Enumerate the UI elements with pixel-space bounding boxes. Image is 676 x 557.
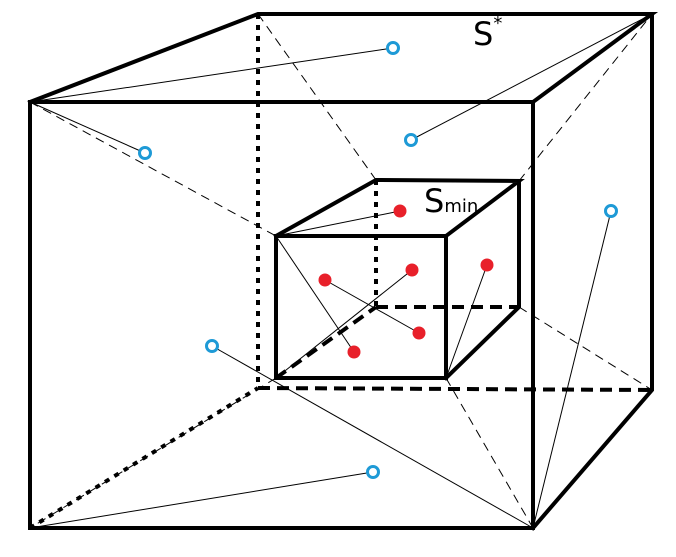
dashed-line-2 (29, 101, 277, 237)
dashed-line-6 (29, 377, 277, 529)
solid-line-2 (29, 101, 146, 154)
outer-point (138, 146, 152, 160)
inner-cube-visible-edges (273, 177, 525, 381)
outer-point (604, 204, 618, 218)
outer-set-label-superscript: * (493, 13, 502, 34)
outer-point (205, 339, 219, 353)
outer-set-label: S* (473, 13, 502, 53)
inner-point (405, 263, 419, 277)
inner-set-label: Smin (424, 182, 478, 220)
inner-cube-hidden-edges (274, 180, 519, 380)
construction-solid-lines (29, 13, 653, 529)
solid-line-9 (324, 279, 420, 334)
inner-point (393, 204, 407, 218)
solid-line-4 (532, 210, 612, 529)
dashed-line-3 (518, 13, 653, 182)
outer-point (366, 465, 380, 479)
solid-line-1 (29, 47, 394, 103)
outer-point (386, 41, 400, 55)
solid-line-11 (445, 264, 488, 379)
outer-points (138, 41, 618, 479)
solid-line-5 (211, 345, 534, 529)
outer-hidden-bottom-edge (257, 386, 653, 392)
inner-point (347, 345, 361, 359)
inner-set-label-subscript: min (444, 196, 478, 217)
outer-cube-hidden-edges (28, 14, 653, 530)
outer-set-label-main: S (473, 15, 493, 53)
solid-line-6 (29, 471, 374, 529)
outer-cube-visible-edges (27, 12, 659, 531)
inner-hidden-depth-edge (274, 305, 378, 380)
inner-point (480, 258, 494, 272)
inner-set-label-main: S (424, 182, 444, 220)
dashed-line-4 (518, 306, 653, 391)
outer-point (404, 133, 418, 147)
inner-point (412, 326, 426, 340)
outer-front-face (28, 100, 535, 530)
outer-right-edges (530, 12, 654, 531)
construction-dashed-lines (29, 13, 653, 529)
inner-top-edges (273, 177, 525, 239)
outer-top-edges (27, 12, 659, 105)
dashed-line-5 (445, 377, 534, 529)
dashed-line-1 (257, 13, 377, 181)
solid-line-8 (275, 235, 355, 353)
inner-point (318, 273, 332, 287)
inner-right-edges (443, 179, 521, 381)
solid-line-3 (410, 13, 653, 141)
inner-points (318, 204, 494, 359)
solid-line-7 (275, 210, 401, 237)
